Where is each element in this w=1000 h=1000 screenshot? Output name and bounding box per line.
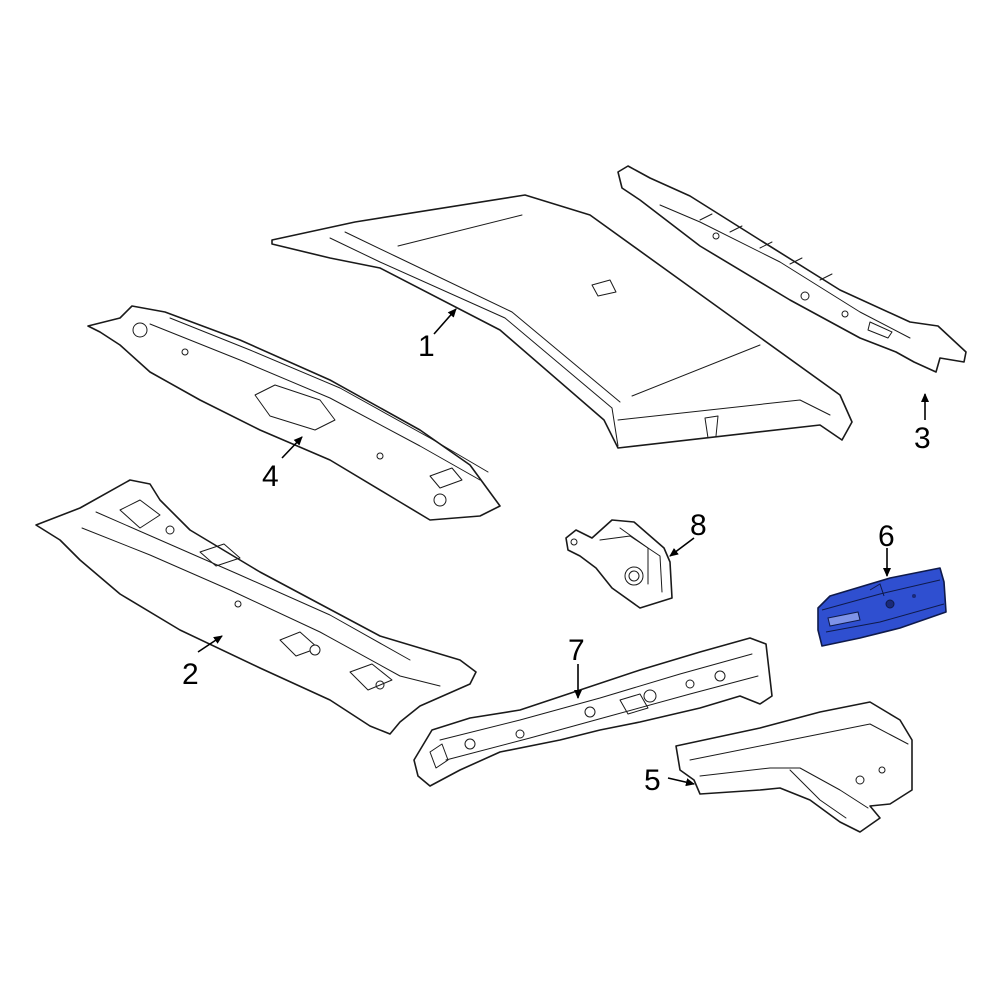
callout-5: 5 bbox=[644, 764, 661, 797]
quarter-rail-part-5[interactable] bbox=[675, 701, 913, 833]
callout-3: 3 bbox=[914, 422, 931, 455]
leader-4 bbox=[281, 436, 303, 459]
leader-5 bbox=[667, 777, 695, 787]
bracket-part-8[interactable] bbox=[565, 519, 673, 609]
inner-rail-part-7[interactable] bbox=[413, 637, 773, 787]
leader-1 bbox=[433, 308, 457, 335]
callout-1: 1 bbox=[418, 330, 435, 363]
rear-header-part-2[interactable] bbox=[35, 479, 477, 735]
callout-2: 2 bbox=[182, 658, 199, 691]
callout-4: 4 bbox=[262, 460, 279, 493]
callout-6: 6 bbox=[878, 520, 895, 553]
callout-7: 7 bbox=[568, 634, 585, 667]
side-rail-part-3[interactable] bbox=[617, 165, 967, 373]
roof-panel-part-1[interactable] bbox=[271, 194, 853, 449]
leader-2 bbox=[197, 635, 223, 653]
callout-8: 8 bbox=[690, 509, 707, 542]
reinforcement-part-6-highlighted[interactable] bbox=[817, 567, 947, 647]
front-header-part-4[interactable] bbox=[87, 305, 501, 521]
leader-8 bbox=[669, 537, 695, 557]
